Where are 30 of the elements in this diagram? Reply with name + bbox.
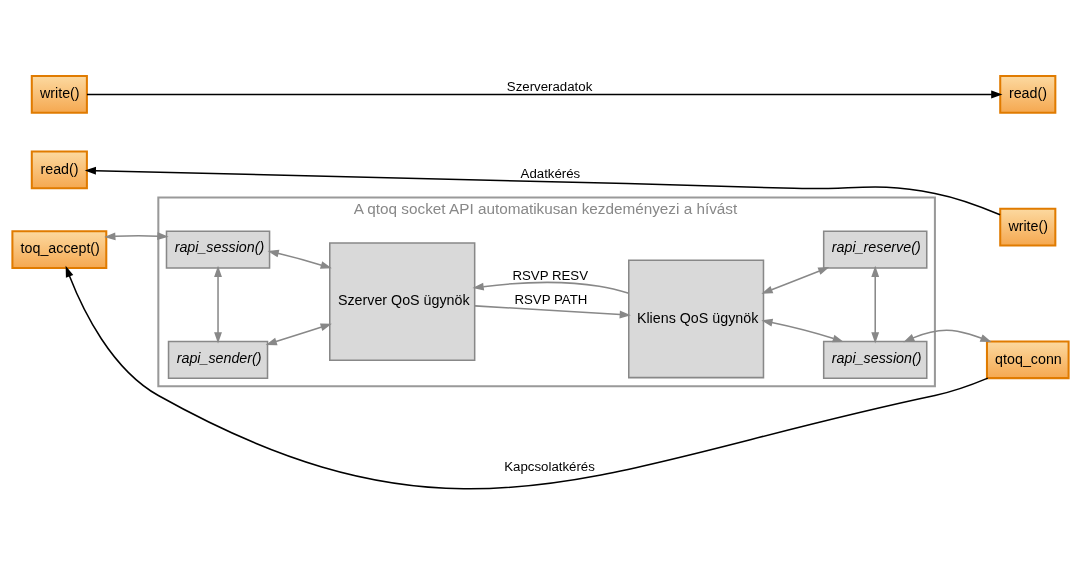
node-box: qtoq_conn <box>985 340 1070 380</box>
arrow <box>474 305 631 319</box>
node-box: read() <box>30 150 88 190</box>
arrow <box>86 90 1003 99</box>
edge-label: RSVP PATH <box>514 292 588 308</box>
node-box: rapi_reserve() <box>822 230 928 269</box>
arrow <box>65 265 989 490</box>
arrow <box>903 329 992 343</box>
arrow <box>472 281 630 294</box>
arrow <box>761 318 844 343</box>
node-box: rapi_sender() <box>167 340 269 379</box>
arrow <box>214 265 222 344</box>
node-box: toq_accept() <box>11 230 108 269</box>
arrow <box>871 265 880 344</box>
edge-label: Kapcsolatkérés <box>504 459 595 475</box>
arrow <box>84 166 1001 216</box>
node-box: Kliens QoS ügynök <box>628 259 765 379</box>
node-box: Szerver QoS ügynök <box>329 242 476 362</box>
node-box: write() <box>999 207 1057 247</box>
arrow <box>104 232 169 241</box>
edge-label: Szerveradatok <box>506 78 593 94</box>
edge-label: RSVP RESV <box>512 267 589 283</box>
arrow <box>267 249 332 269</box>
node-box: rapi_session() <box>165 230 271 269</box>
edge-label: Adatkérés <box>520 165 581 181</box>
arrow <box>265 323 332 346</box>
node-box: rapi_session() <box>822 340 928 379</box>
arrow <box>761 267 830 294</box>
node-box: read() <box>999 75 1057 114</box>
node-box: write() <box>30 75 88 114</box>
